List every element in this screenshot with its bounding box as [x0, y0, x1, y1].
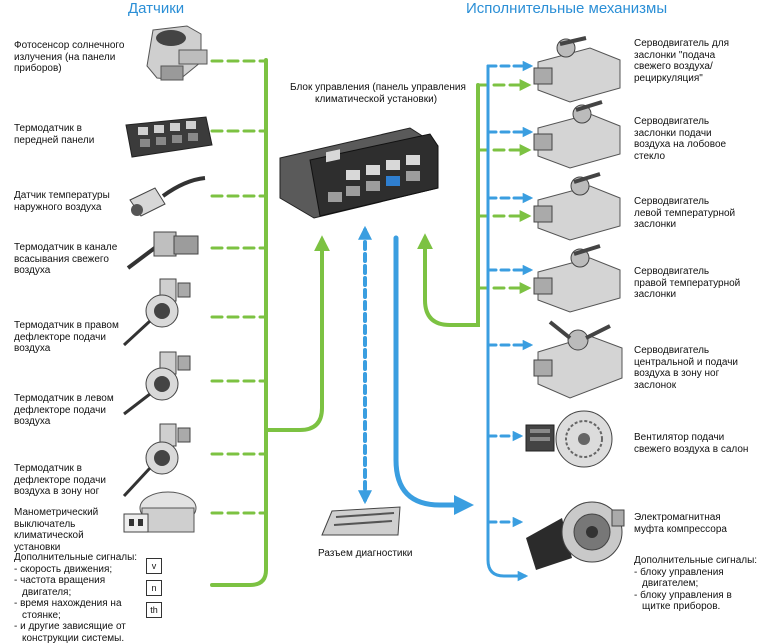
actuator-flow-lines — [358, 60, 534, 582]
photo-sensor-image — [146, 25, 208, 81]
sensor-flow-lines — [210, 58, 532, 587]
windshield-servo-image — [533, 100, 621, 169]
control-unit-label: Блок управления (панель управления клима… — [290, 82, 466, 105]
diagnostics-connector-label: Разъем диагностики — [318, 548, 413, 559]
fresh-air-sensor-image — [126, 231, 199, 270]
left-deflector-sensor-image — [123, 351, 191, 416]
parking-time-signal-symbol: th — [146, 602, 162, 618]
speed-signal-symbol: v — [146, 558, 162, 574]
diagnostics-connector-image — [321, 506, 401, 536]
left-temp-servo-image — [533, 172, 621, 241]
actuators-header: Исполнительные механизмы — [466, 0, 668, 17]
extra-inputs-label: Дополнительные сигналы: - скорость движе… — [14, 552, 138, 644]
right-deflector-sensor-image — [122, 278, 191, 347]
sensors-header: Датчики — [128, 0, 185, 17]
outside-temp-sensor-image — [129, 176, 206, 217]
pressure-switch-image — [123, 491, 197, 533]
right-temp-servo-image — [533, 244, 621, 313]
extra-outputs-label: Дополнительные сигналы: - блоку управлен… — [634, 555, 758, 612]
fresh-air-blower-image — [525, 410, 613, 468]
compressor-clutch-image — [526, 501, 625, 570]
control-unit-image — [279, 127, 439, 219]
dashboard-temp-sensor-image — [125, 116, 213, 158]
central-footwell-servo-image — [533, 320, 623, 399]
rpm-signal-symbol: n — [146, 580, 162, 596]
footwell-sensor-image — [122, 423, 191, 498]
recirculation-servo-image — [533, 36, 621, 103]
